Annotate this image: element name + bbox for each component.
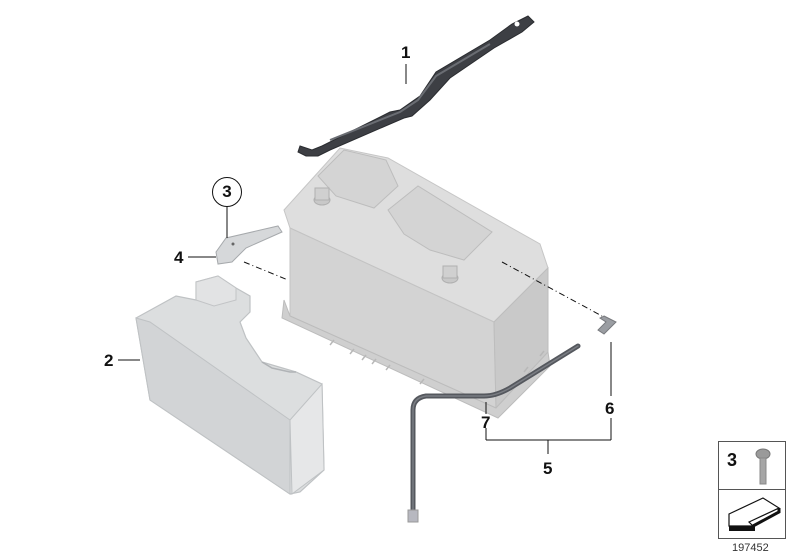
callout-3-label: 3 bbox=[222, 182, 232, 201]
leader-lines bbox=[118, 64, 612, 454]
insulation-cover[interactable] bbox=[135, 275, 325, 495]
vent-hose[interactable] bbox=[407, 343, 581, 523]
hold-down-bracket[interactable] bbox=[297, 15, 535, 157]
callout-5[interactable]: 5 bbox=[543, 459, 553, 478]
callout-7[interactable]: 7 bbox=[481, 413, 491, 432]
legend-number: 3 bbox=[727, 450, 738, 470]
diagram-number: 197452 bbox=[732, 542, 769, 554]
mounting-bracket[interactable] bbox=[215, 225, 283, 265]
elbow-connector[interactable] bbox=[597, 315, 617, 335]
callout-3-circled[interactable]: 3 bbox=[212, 177, 242, 207]
callout-2[interactable]: 2 bbox=[104, 351, 114, 370]
callout-4[interactable]: 4 bbox=[174, 248, 184, 267]
callout-1[interactable]: 1 bbox=[401, 43, 411, 62]
hex-bolt-icon bbox=[755, 448, 771, 485]
battery[interactable] bbox=[281, 147, 551, 419]
callout-6[interactable]: 6 bbox=[605, 399, 615, 418]
legend-box: 3 bbox=[718, 441, 786, 539]
direction-arrow-icon bbox=[728, 497, 781, 531]
legend-divider bbox=[719, 489, 785, 490]
